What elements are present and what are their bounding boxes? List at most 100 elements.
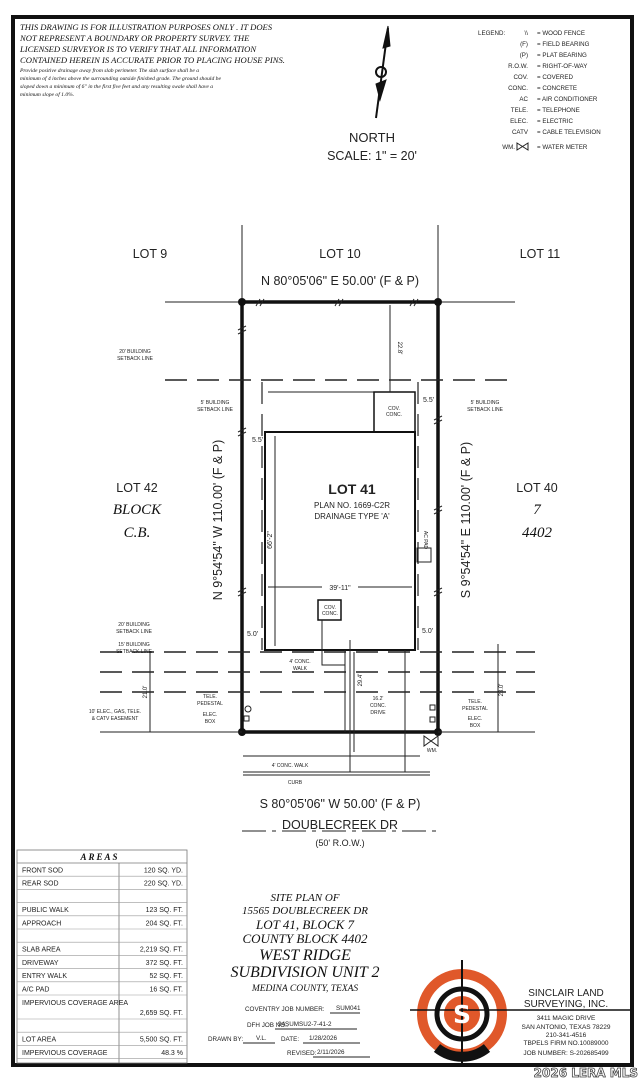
callout: DRIVE [370, 710, 386, 716]
pedestal-icon [244, 705, 252, 713]
area-label: ENTRY WALK [22, 973, 67, 980]
watermark: 2026 LERA MLS [534, 1066, 638, 1080]
callout: BOX [205, 719, 216, 725]
company-address: SAN ANTONIO, TEXAS 78229 [522, 1024, 611, 1031]
row-label: (50' R.O.W.) [315, 838, 364, 848]
callout: & CATV EASEMENT [92, 716, 139, 722]
width-dimension: 39'-11" [329, 585, 351, 592]
legend-symbol: AC [519, 96, 528, 103]
front-dimension: 23.0' [499, 684, 505, 697]
lot-41-label: LOT 41 [328, 481, 376, 497]
coventry-label: COVENTRY JOB NUMBER: [245, 1006, 325, 1013]
callout: 15' BUILDING [118, 642, 150, 648]
disclaimer-line: NOT REPRESENT A BOUNDARY OR PROPERTY SUR… [19, 33, 250, 43]
revised-value: 2/11/2026 [317, 1049, 345, 1056]
legend-symbol: CATV [512, 129, 529, 136]
curb-label: CURB [288, 780, 303, 786]
drive-dimension: 29.4' [358, 674, 364, 687]
callouts: 20' BUILDING SETBACK LINE 5' BUILDING SE… [89, 349, 504, 754]
legend-title: LEGEND: [478, 30, 505, 37]
area-value: 16 SQ. FT. [150, 986, 184, 993]
scale-label: SCALE: 1" = 20' [327, 149, 417, 163]
area-value: 372 SQ. FT. [146, 960, 183, 967]
callout: 16.2' [373, 696, 384, 702]
sinclair-logo-icon: S [410, 960, 632, 1065]
street-name: DOUBLECREEK DR [282, 818, 398, 832]
legend-symbol: (F) [520, 41, 528, 48]
lot-boundary [240, 300, 440, 734]
north-bearing: N 80°05'06" E 50.00' (F & P) [261, 274, 419, 288]
patio-label: CONC. [386, 412, 402, 418]
legend-symbol: R.O.W. [508, 63, 528, 70]
legend-symbol: WM. [502, 144, 515, 151]
west-bearing: N 9°54'54" W 110.00' (F & P) [211, 440, 225, 601]
coventry-value: SUM041 [336, 1005, 361, 1012]
dfh-label: DFH JOB NO.: [247, 1022, 289, 1029]
area-label: A/C PAD [22, 986, 50, 993]
area-label: IMPERVIOUS COVERAGE [22, 1050, 108, 1057]
callout: SETBACK LINE [467, 407, 504, 413]
company-info: SINCLAIR LAND SURVEYING, INC. 3411 MAGIC… [522, 988, 611, 1057]
elec-box-icon [243, 715, 250, 722]
legend-meaning: = TELEPHONE [537, 107, 580, 114]
south-bearing: S 80°05'06" W 50.00' (F & P) [260, 797, 421, 811]
legend-meaning: = FIELD BEARING [537, 41, 590, 48]
areas-title: AREAS [79, 852, 119, 862]
callout: CONC. [370, 703, 386, 709]
logo-letter: S [453, 1000, 471, 1029]
area-value: 52 SQ. FT. [150, 973, 184, 980]
area-label: IMPERVIOUS COVERAGE AREA [22, 1000, 128, 1007]
legend-symbol: ELEC. [510, 118, 528, 125]
north-label: NORTH [349, 130, 395, 145]
company-phone: 210-341-4516 [546, 1032, 587, 1039]
depth-dimension: 66'-2" [267, 531, 274, 549]
drawn-label: DRAWN BY: [208, 1036, 243, 1043]
date-value: 1/28/2026 [309, 1035, 338, 1042]
callout: 5' BUILDING [201, 400, 230, 406]
company-address: 3411 MAGIC DRIVE [537, 1015, 596, 1022]
callout: SETBACK LINE [197, 407, 234, 413]
company-name: SURVEYING, INC. [524, 999, 608, 1010]
callout: SETBACK LINE [117, 356, 154, 362]
rear-dimension: 22.8' [396, 342, 402, 355]
legend-meaning: = RIGHT-OF-WAY [537, 63, 587, 70]
area-value: 48.3 % [161, 1050, 183, 1057]
title-line: 15565 DOUBLECREEK DR [242, 905, 368, 917]
callout: WM. [427, 748, 437, 754]
title-line: COUNTY BLOCK 4402 [243, 931, 368, 946]
side-dimension: 5.0' [422, 628, 433, 635]
dfh-value: 94SUMSU2-7-41-2 [278, 1021, 332, 1028]
legend-meaning: = AIR CONDITIONER [537, 96, 598, 103]
lot-11-label: LOT 11 [520, 247, 561, 261]
disclaimer-line: CONTAINED HEREIN IS ACCURATE PRIOR TO PL… [20, 55, 285, 65]
legend-meaning: = COVERED [537, 74, 573, 81]
driveway-edge [344, 640, 351, 772]
lot-42-label: LOT 42 [116, 481, 158, 495]
callout: ELEC. [203, 712, 217, 718]
dimensions: 22.8' 5.5' 5.5' 5.0' 5.0' 66'-2" 39'-11"… [143, 305, 505, 752]
legend-symbol: \\ [525, 30, 529, 37]
callout: 20' BUILDING [118, 622, 150, 628]
block-label-right: 7 [533, 502, 542, 518]
area-label: PUBLIC WALK [22, 907, 69, 914]
block-labels: BLOCK C.B. 7 4402 [113, 502, 553, 541]
title-line: MEDINA COUNTY, TEXAS [251, 984, 359, 994]
disclaimer-line: LICENSED SURVEYOR IS TO VERIFY THAT ALL … [19, 44, 257, 54]
drainage-type: DRAINAGE TYPE 'A' [314, 512, 390, 521]
drainage-notes: Provide positive drainage away from slab… [19, 67, 221, 98]
patio-label: COV. [388, 406, 400, 412]
legend-symbol: COV. [513, 74, 528, 81]
note-line: minimum slope of 1.0%. [20, 91, 74, 98]
callout: BOX [470, 723, 481, 729]
legend-meaning: = PLAT BEARING [537, 52, 587, 59]
company-name: SINCLAIR LAND [528, 988, 604, 999]
area-value: 2,659 SQ. FT. [140, 1010, 183, 1017]
title-line: SITE PLAN OF [270, 892, 339, 904]
adjacent-lots: LOT 9 LOT 10 LOT 11 LOT 42 LOT 40 [116, 247, 560, 495]
plan-number: PLAN NO. 1669-C2R [314, 501, 390, 510]
callout: TELE. [468, 699, 482, 705]
side-dimension: 5.5' [423, 397, 434, 404]
area-label: SLAB AREA [22, 947, 61, 954]
note-line: sloped down a minimum of 6" in the first… [20, 83, 213, 90]
ac-pad [416, 547, 432, 563]
